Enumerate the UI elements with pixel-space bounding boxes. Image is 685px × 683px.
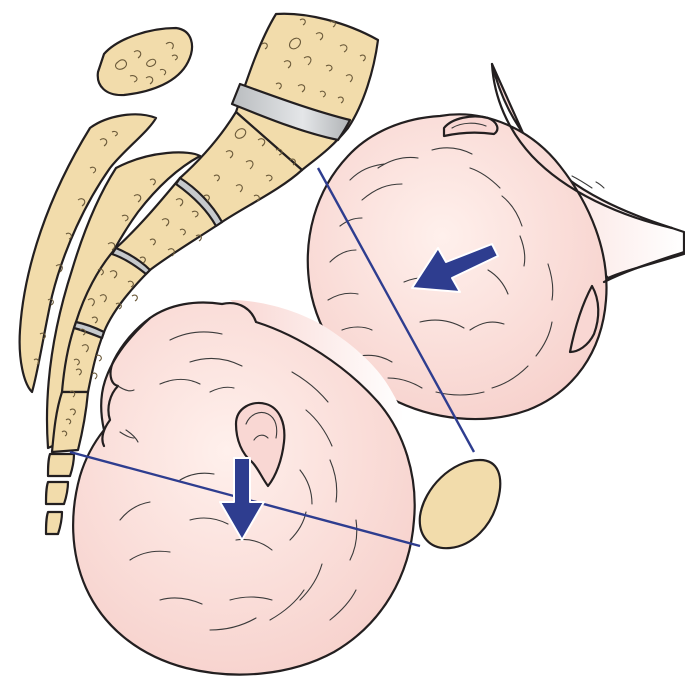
pubic-symphysis — [418, 458, 502, 550]
ilium-fragment-top — [96, 26, 194, 97]
upper-head-hair — [327, 147, 554, 396]
lower-head-hair — [119, 331, 358, 631]
upper-neck-line-lower — [602, 250, 685, 284]
intervertebral-disc-upper — [230, 82, 352, 142]
intervertebral-disc-3 — [110, 246, 152, 276]
coccyx-segment-2 — [44, 480, 70, 506]
intervertebral-disc-4 — [72, 320, 106, 340]
spongy-bone-texture — [33, 18, 366, 437]
coccyx-segment-1 — [46, 452, 76, 478]
sacrum-segment-5 — [50, 390, 90, 454]
coccyx-segment-3 — [44, 510, 64, 536]
pelvic-bones — [18, 12, 502, 550]
upper-head-lower-ear — [568, 284, 600, 354]
upper-head-ear — [442, 115, 499, 138]
intervertebral-disc-2 — [174, 176, 224, 228]
pelvic-inlet-diameter-line — [316, 167, 476, 453]
ischium-strip — [18, 113, 158, 394]
upper-neck-line — [490, 62, 674, 230]
upper-arrow-icon — [411, 243, 499, 293]
lower-arrow-icon — [219, 457, 265, 541]
